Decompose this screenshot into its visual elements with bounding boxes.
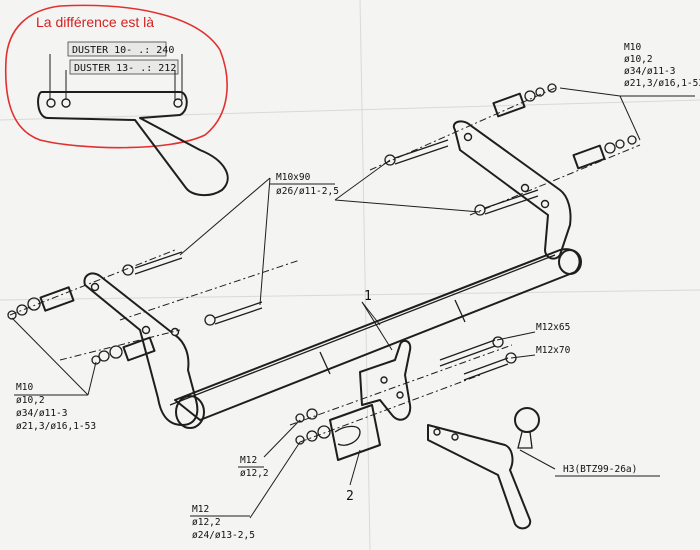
label-m10-left: M10 ø10,2 ø34/ø11-3 ø21,3/ø16,1-53 — [14, 382, 96, 432]
m10-top-line1: M10 — [624, 42, 641, 53]
m12-bottom-line1: M12 — [192, 504, 209, 515]
washers-nuts — [7, 83, 637, 445]
duster10-dimension: DUSTER 10- .: 240 — [72, 45, 174, 56]
m10-left-line3: ø34/ø11-3 — [16, 408, 67, 419]
m10-top-line3: ø34/ø11-3 — [624, 66, 675, 77]
m12-bottom-line2: ø12,2 — [192, 517, 221, 528]
label-m10-top: M10 ø10,2 ø34/ø11-3 ø21,3/ø16,1-53 — [620, 42, 700, 97]
part-1-number: 1 — [364, 289, 372, 304]
m12x70-label: M12x70 — [536, 345, 571, 356]
m10-top-line2: ø10,2 — [624, 54, 653, 65]
m10x90-line1: M10x90 — [276, 172, 311, 183]
label-m12-bottom: M12 ø12,2 ø24/ø13-2,5 — [190, 504, 255, 541]
difference-note: La différence est là — [36, 14, 154, 30]
part-2-number: 2 — [346, 489, 354, 504]
hitch-crossbar-frame — [83, 120, 582, 429]
label-m10x90: M10x90 ø26/ø11-2,5 — [270, 172, 339, 197]
plate-holes — [90, 132, 550, 399]
m10-left-line2: ø10,2 — [16, 395, 45, 406]
m12-bottom-line3: ø24/ø13-2,5 — [192, 530, 255, 541]
m10-left-line1: M10 — [16, 382, 33, 393]
socket-plate — [329, 404, 381, 461]
fastener-axes — [9, 87, 641, 443]
spacer-tubes — [39, 92, 606, 362]
m10-top-line4: ø21,3/ø16,1-53 — [624, 78, 700, 89]
difference-callout: La différence est là DUSTER 10- .: 240 D… — [4, 4, 229, 196]
duster13-dimension: DUSTER 13- .: 212 — [74, 63, 176, 74]
h3-label: H3(BTZ99-26a) — [563, 464, 637, 475]
m12-mid-line1: M12 — [240, 455, 257, 466]
label-m12-mid: M12 ø12,2 — [238, 455, 269, 479]
m10x90-line2: ø26/ø11-2,5 — [276, 186, 339, 197]
m10-left-line4: ø21,3/ø16,1-53 — [16, 421, 96, 432]
m12x65-label: M12x65 — [536, 322, 570, 333]
tow-ball-arm — [427, 407, 540, 530]
m12-mid-line2: ø12,2 — [240, 468, 269, 479]
bolts — [134, 139, 539, 381]
bracket-plate-detail — [37, 91, 229, 196]
leader-lines — [11, 87, 641, 519]
